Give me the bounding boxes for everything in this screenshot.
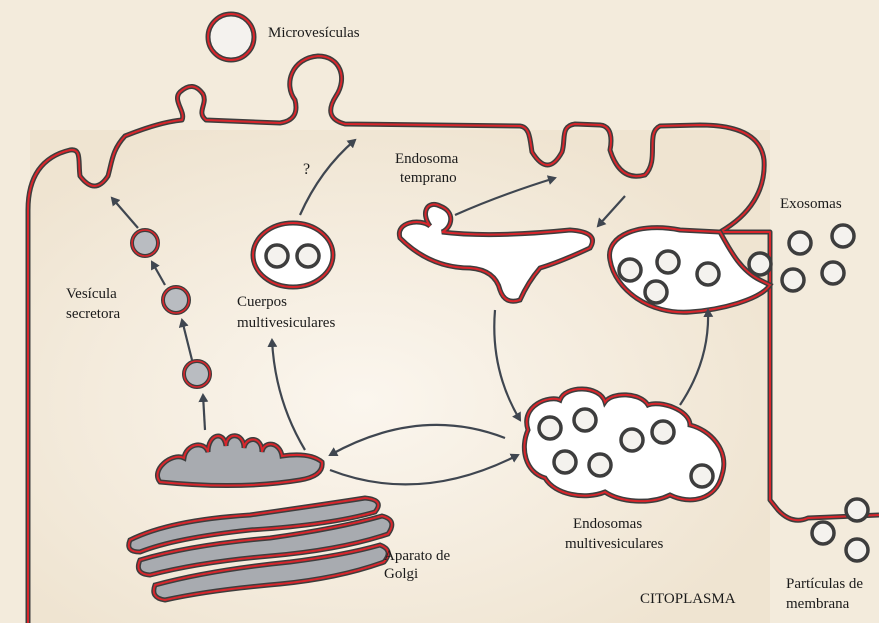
label-endosoma-temprano-2: temprano xyxy=(400,170,457,186)
label-endosomas-mv-1: Endosomas xyxy=(573,516,642,532)
microvesicle-free xyxy=(208,14,254,60)
label-question: ? xyxy=(303,161,310,178)
label-particulas-2: membrana xyxy=(786,596,850,612)
label-particulas-1: Partículas de xyxy=(786,576,863,592)
label-endosomas-mv-2: multivesiculares xyxy=(565,536,663,552)
label-vesicula-1: Vesícula xyxy=(66,286,117,302)
label-exosomas: Exosomas xyxy=(780,196,842,212)
label-vesicula-2: secretora xyxy=(66,306,120,322)
label-endosoma-temprano-1: Endosoma xyxy=(395,151,459,167)
label-cuerpos-1: Cuerpos xyxy=(237,294,287,310)
label-cuerpos-2: multivesiculares xyxy=(237,315,335,331)
label-citoplasma: CITOPLASMA xyxy=(640,591,736,607)
label-golgi-2: Golgi xyxy=(384,566,418,582)
label-microvesiculas: Microvesículas xyxy=(268,25,360,41)
multivesicular-body xyxy=(253,223,333,287)
label-golgi-1: Aparato de xyxy=(384,548,451,564)
